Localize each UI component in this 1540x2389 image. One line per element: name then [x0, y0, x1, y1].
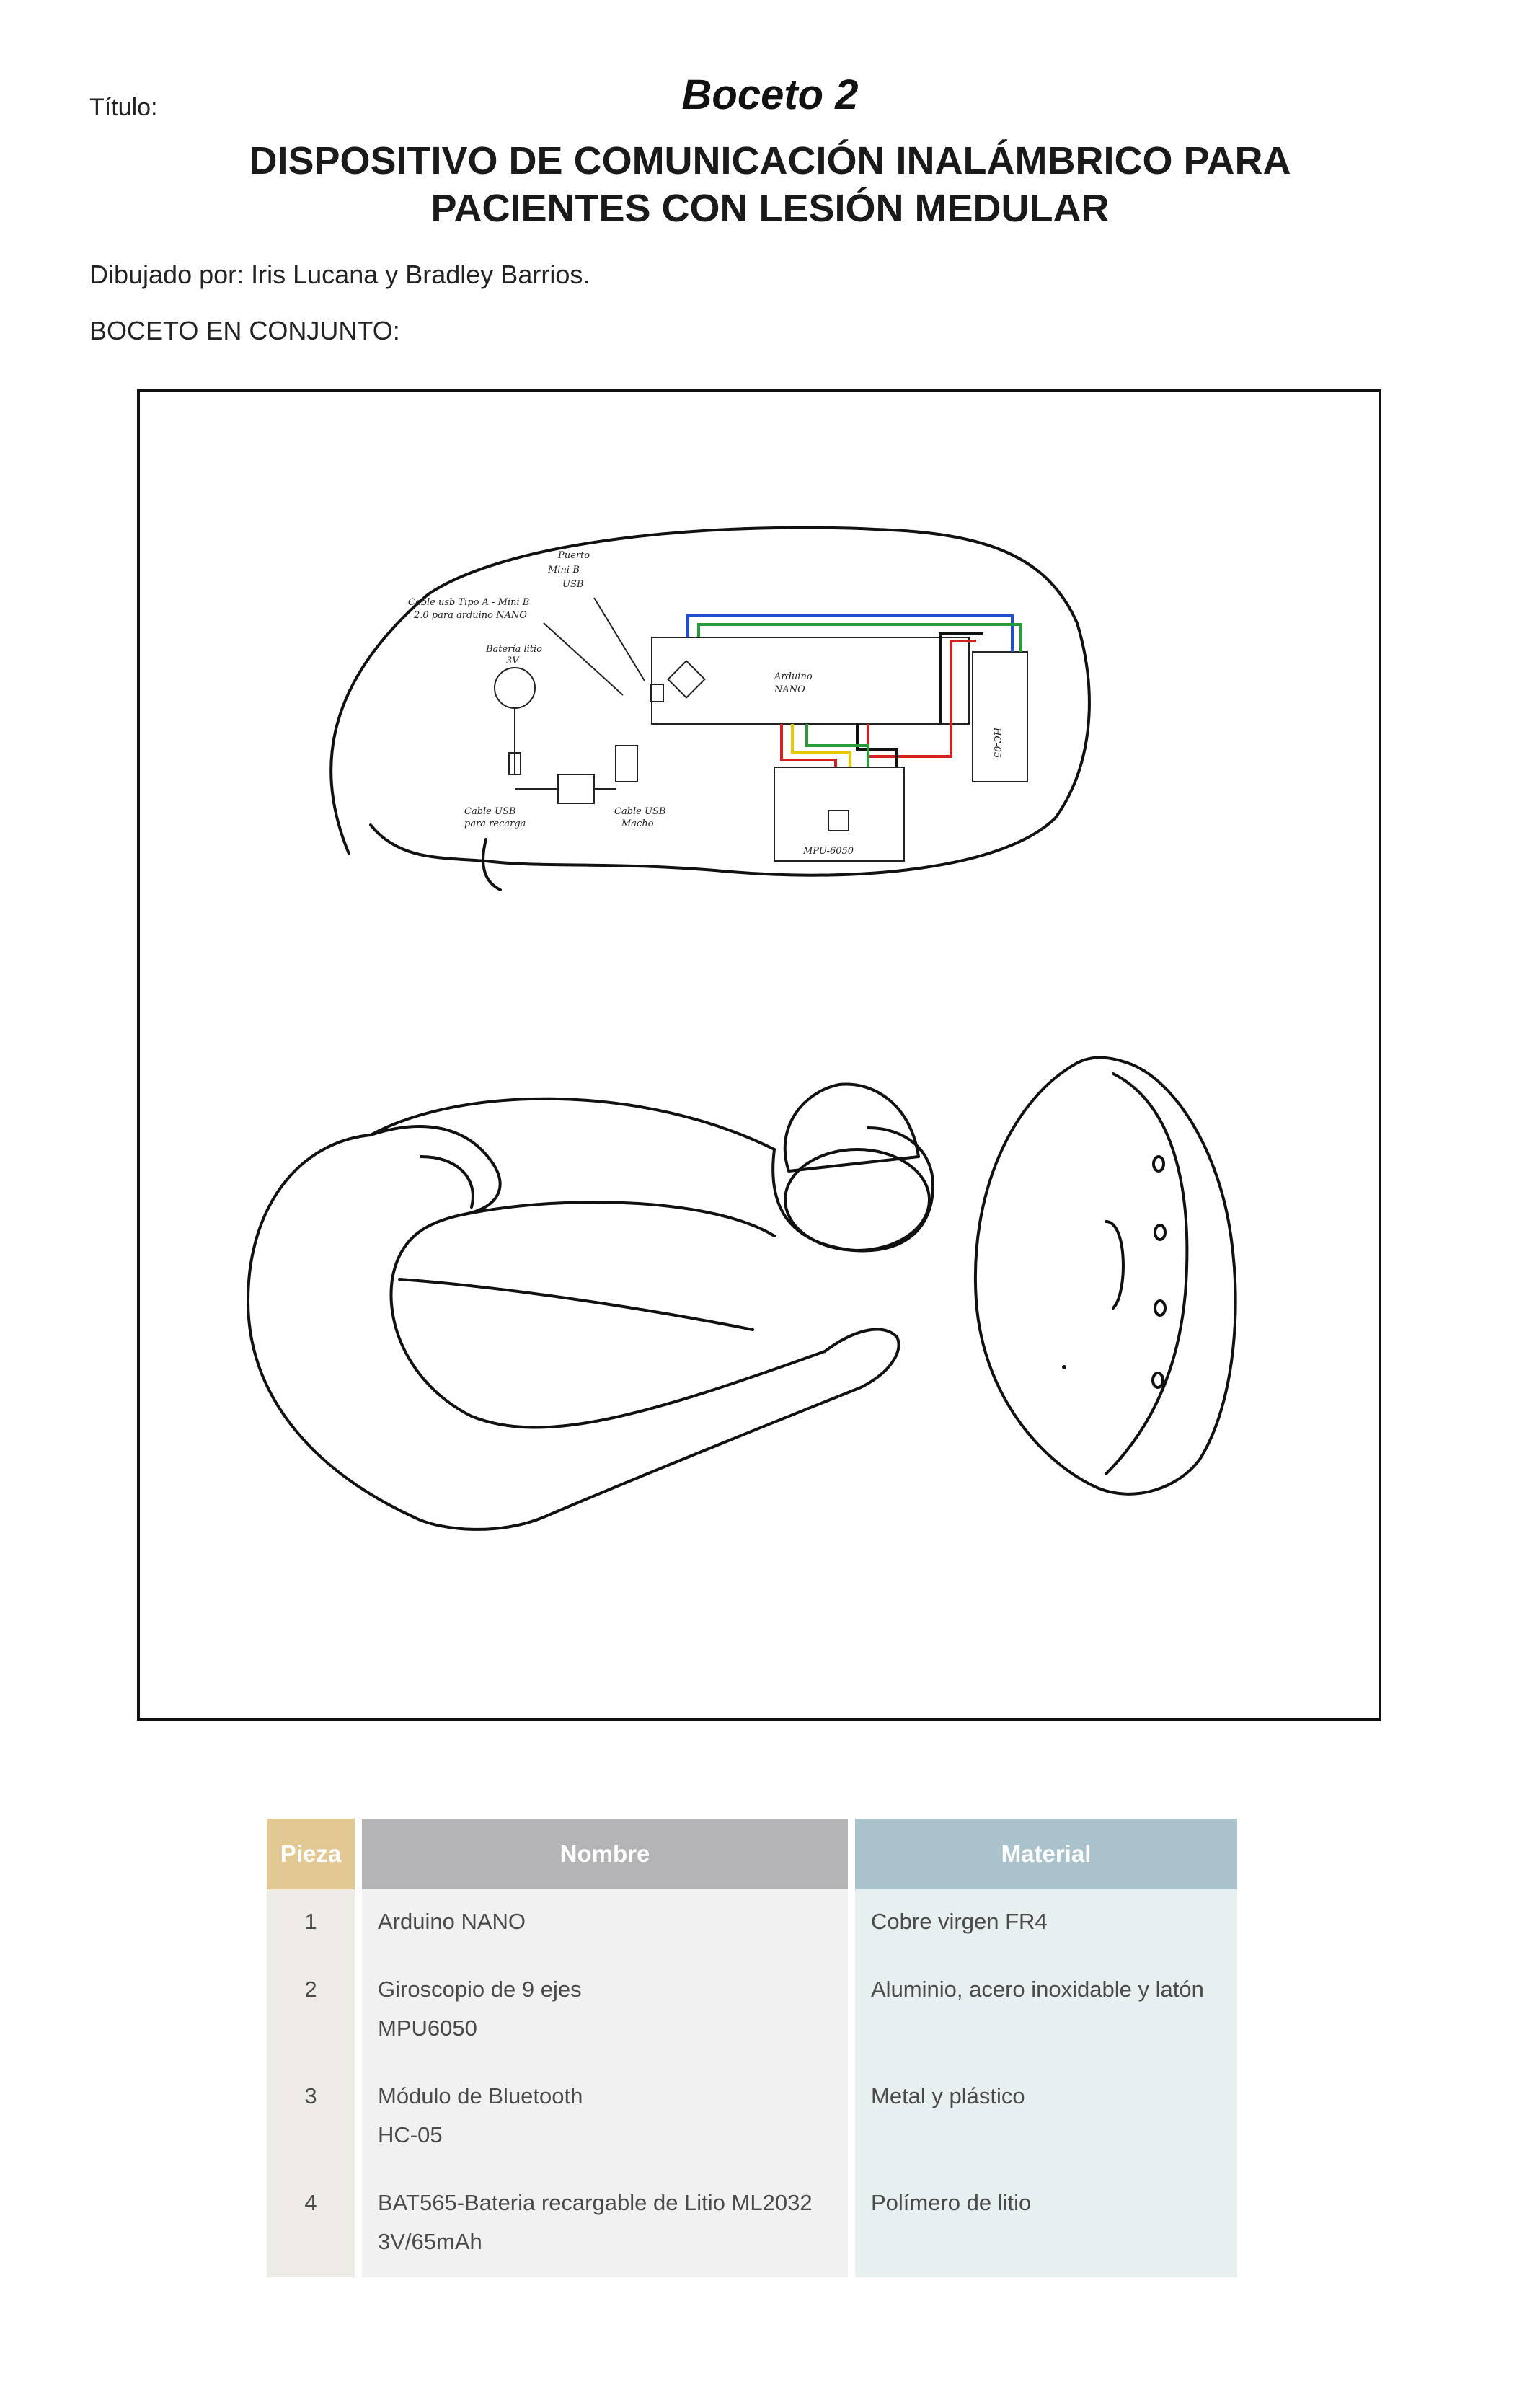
- nombre-subtext: MPU6050: [378, 2015, 477, 2041]
- cable-tail: [482, 838, 502, 891]
- cell-pieza: 4: [267, 2171, 355, 2277]
- earpiece-drawing: [247, 1082, 934, 1531]
- label-cable-tipo-a-1: Cable usb Tipo A - Mini B: [408, 597, 529, 608]
- cell-material: Polímero de litio: [855, 2171, 1237, 2277]
- mpu6050-module: MPU-6050: [774, 767, 905, 862]
- cell-nombre: Giroscopio de 9 ejes MPU6050: [362, 1957, 848, 2064]
- nombre-subtext: HC-05: [378, 2122, 443, 2147]
- wire-red-2: [867, 724, 952, 758]
- wire-blue: [686, 614, 1014, 652]
- cell-nombre: Arduino NANO: [362, 1889, 848, 1957]
- title-line-2: PACIENTES CON LESIÓN MEDULAR: [430, 187, 1110, 230]
- usb-connector: [515, 745, 638, 804]
- boceto-heading: Boceto 2: [681, 71, 859, 118]
- header-material: Material: [855, 1819, 1237, 1889]
- title-line-1: DISPOSITIVO DE COMUNICACIÓN INALÁMBRICO …: [249, 139, 1291, 182]
- wire-black-2: [856, 724, 898, 767]
- label-mini-b: Mini-B: [547, 565, 580, 575]
- mpu-label: MPU-6050: [802, 846, 854, 857]
- table-row: 4 BAT565-Bateria recargable de Litio ML2…: [267, 2171, 1237, 2277]
- label-cable-tipo-a-2: 2.0 para arduino NANO: [413, 610, 527, 621]
- battery: Batería litio 3V: [485, 644, 542, 775]
- wire-black: [939, 632, 983, 724]
- wire-yellow: [791, 724, 851, 767]
- cell-nombre: Módulo de Bluetooth HC-05: [362, 2064, 848, 2171]
- side-view-drawing: [974, 1056, 1237, 1496]
- nombre-text: Módulo de Bluetooth: [378, 2083, 583, 2108]
- wire-red-3: [780, 724, 837, 767]
- table-header-row: Pieza Nombre Material: [267, 1819, 1237, 1889]
- cell-pieza: 1: [267, 1889, 355, 1957]
- table-row: 2 Giroscopio de 9 ejes MPU6050 Aluminio,…: [267, 1957, 1237, 2064]
- table-row: 1 Arduino NANO Cobre virgen FR4: [267, 1889, 1237, 1957]
- nombre-text: BAT565-Bateria recargable de Litio ML203…: [378, 2190, 813, 2215]
- cell-material: Aluminio, acero inoxidable y latón: [855, 1957, 1237, 2064]
- section-label: BOCETO EN CONJUNTO:: [89, 316, 400, 345]
- wire-green: [697, 623, 1022, 652]
- cell-pieza: 3: [267, 2064, 355, 2171]
- cell-nombre: BAT565-Bateria recargable de Litio ML203…: [362, 2171, 848, 2277]
- arduino-label-1: Arduino: [774, 671, 813, 682]
- cell-material: Cobre virgen FR4: [855, 1889, 1237, 1957]
- hc05-label: HC-05: [991, 727, 1002, 758]
- cell-pieza: 2: [267, 1957, 355, 2064]
- wire-green-2: [805, 724, 869, 767]
- label-usb: USB: [562, 579, 583, 590]
- label-cable-recarga-1: Cable USB: [464, 806, 515, 817]
- header-pieza: Pieza: [267, 1819, 355, 1889]
- parts-table: Pieza Nombre Material 1 Arduino NANO Cob…: [260, 1819, 1244, 2277]
- arduino-label-2: NANO: [774, 684, 805, 695]
- label-cable-recarga-2: para recarga: [464, 818, 526, 829]
- label-puerto: Puerto: [557, 550, 590, 561]
- wires: [686, 614, 1022, 767]
- battery-label: Batería litio: [485, 644, 542, 655]
- sketch-drawing: Arduino NANO HC-05 MPU-6050 Batería liti…: [247, 526, 1237, 1531]
- hc05-module: HC-05: [972, 651, 1028, 782]
- cell-material: Metal y plástico: [855, 2064, 1237, 2171]
- nombre-text: Giroscopio de 9 ejes: [378, 1977, 582, 2002]
- battery-voltage: 3V: [506, 655, 520, 666]
- wire-red: [950, 640, 976, 724]
- enclosure-outline: [329, 526, 1091, 877]
- header-nombre: Nombre: [362, 1819, 848, 1889]
- arduino-nano-board: Arduino NANO: [650, 637, 970, 725]
- label-cable-macho-2: Macho: [621, 818, 654, 829]
- nombre-subtext: 3V/65mAh: [378, 2229, 482, 2254]
- nombre-text: Arduino NANO: [378, 1909, 526, 1934]
- table-row: 3 Módulo de Bluetooth HC-05 Metal y plás…: [267, 2064, 1237, 2171]
- titulo-label: Título:: [89, 94, 158, 121]
- sketch-frame: Arduino NANO HC-05 MPU-6050 Batería liti…: [137, 389, 1381, 1721]
- label-cable-macho-1: Cable USB: [614, 806, 665, 817]
- document-title: DISPOSITIVO DE COMUNICACIÓN INALÁMBRICO …: [0, 137, 1540, 232]
- drawn-by: Dibujado por: Iris Lucana y Bradley Barr…: [89, 260, 590, 289]
